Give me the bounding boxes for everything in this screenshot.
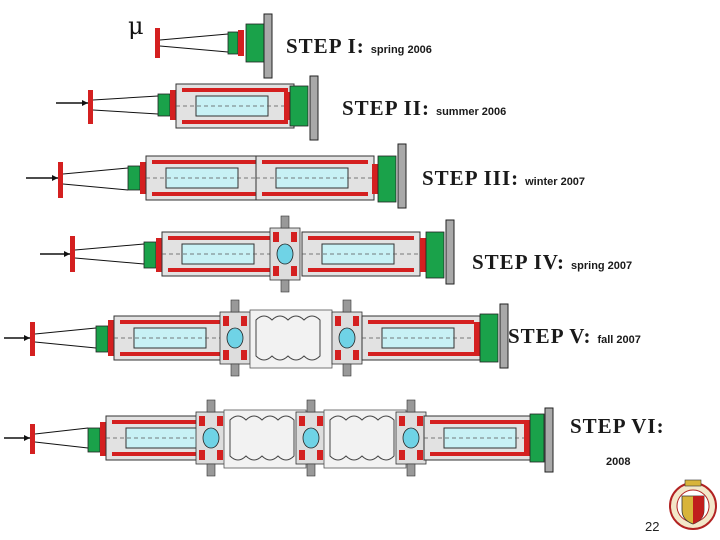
university-seal	[669, 479, 717, 530]
step-6-name: STEP VI:	[570, 414, 665, 438]
step-4-date: spring 2007	[571, 260, 633, 272]
step-5-label: STEP V: fall 2007	[508, 324, 641, 349]
step-3-date: winter 2007	[525, 176, 586, 188]
beamline-step-4	[40, 215, 455, 293]
step-4-label: STEP IV: spring 2007	[472, 250, 632, 275]
muon-symbol: μ	[128, 12, 144, 40]
page-number: 22	[645, 519, 660, 534]
step-1-date: spring 2006	[370, 44, 432, 56]
step-1-name: STEP I:	[286, 34, 365, 58]
step-6-date: 2008	[606, 456, 631, 468]
step-2-name: STEP II:	[342, 96, 430, 120]
step-5-date: fall 2007	[597, 334, 641, 346]
step-6-label: STEP VI:	[570, 414, 665, 439]
step-4-name: STEP IV:	[472, 250, 566, 274]
step-5-name: STEP V:	[508, 324, 592, 348]
step-3-label: STEP III: winter 2007	[422, 166, 585, 191]
step-2-date: summer 2006	[435, 106, 507, 118]
step-6-date-label: 2008	[606, 452, 630, 470]
beamline-step-3	[26, 143, 407, 209]
step-2-label: STEP II: summer 2006	[342, 96, 506, 121]
beamline-step-2	[56, 75, 319, 141]
beamline-step-6	[4, 399, 554, 477]
step-1-label: STEP I: spring 2006	[286, 34, 432, 59]
beamline-step-1	[155, 13, 273, 79]
step-3-name: STEP III:	[422, 166, 520, 190]
beamline-step-5	[4, 299, 509, 377]
